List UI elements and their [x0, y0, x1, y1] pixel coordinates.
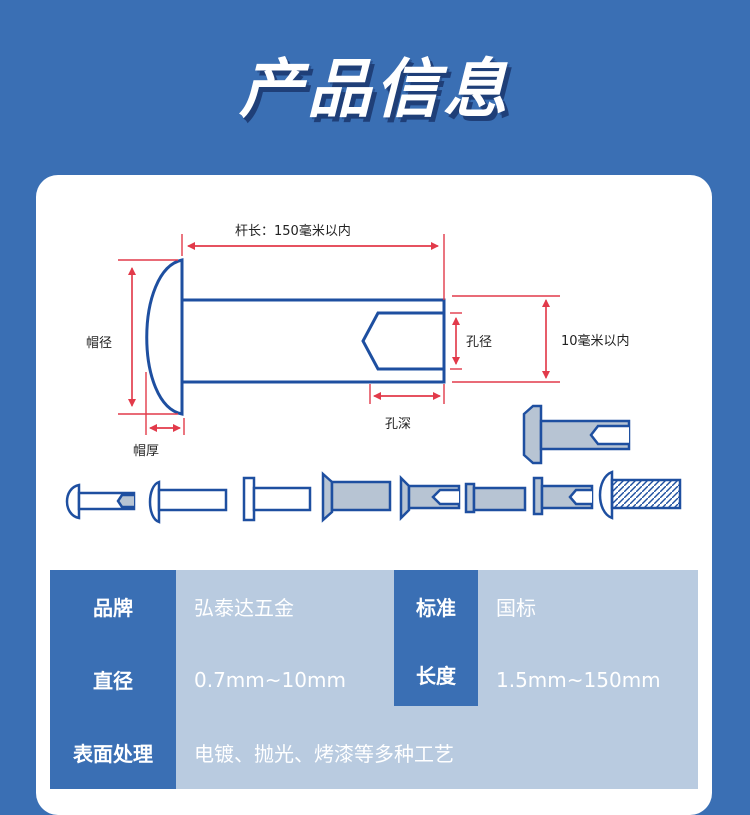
brand-label: 品牌 — [50, 570, 176, 643]
dimension-lines — [118, 234, 560, 435]
hole-depth-label: 孔深 — [385, 417, 411, 432]
surface-value: 电镀、抛光、烤漆等多种工艺 — [176, 716, 698, 789]
rod-length-label: 杆长：150毫米以内 — [235, 223, 351, 239]
page-title: 产品信息 — [239, 53, 511, 127]
hole-diameter-label: 孔径 — [466, 335, 492, 350]
spec-table: 品牌 弘泰达五金 标准 国标 直径 0.7mm~10mm 长度 1.5mm~15… — [50, 570, 698, 789]
small-rivet-drawing — [522, 404, 631, 465]
rivet-types-row — [65, 470, 682, 524]
surface-label: 表面处理 — [50, 716, 176, 789]
length-label: 长度 — [394, 643, 478, 706]
standard-value: 国标 — [478, 570, 698, 643]
rivet-dimension-diagram: 杆长：150毫米以内 帽径 帽厚 孔径 孔深 10毫米以内 — [65, 223, 682, 524]
main-rivet-drawing — [145, 258, 446, 416]
cap-diameter-label: 帽径 — [86, 335, 112, 351]
diameter-label: 直径 — [50, 643, 176, 716]
standard-label: 标准 — [394, 570, 478, 643]
length-value: 1.5mm~150mm — [478, 643, 698, 716]
diameter-value: 0.7mm~10mm — [176, 643, 394, 716]
table-gap-fill — [394, 706, 478, 716]
diameter-limit-label: 10毫米以内 — [561, 333, 630, 349]
cap-thickness-label: 帽厚 — [133, 443, 159, 459]
brand-value: 弘泰达五金 — [176, 570, 394, 643]
